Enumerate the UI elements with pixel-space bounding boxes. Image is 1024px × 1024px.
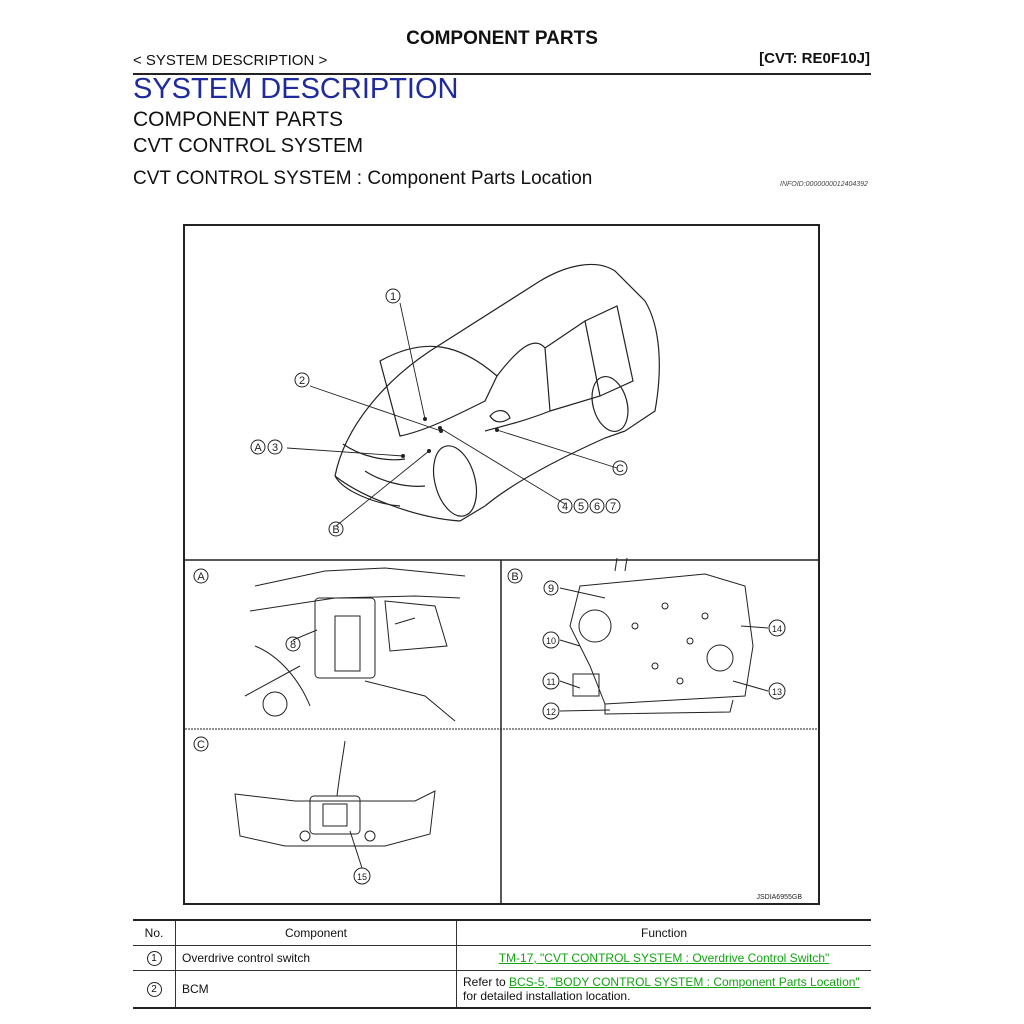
table-row: 1 Overdrive control switch TM-17, "CVT C…: [133, 945, 871, 971]
callout-14: 14: [772, 624, 782, 634]
callout-12: 12: [546, 707, 556, 717]
callout-markers: 1 2 A 3 B C 4 5 6 7 A B C 8 9 10 11 12 1…: [193, 288, 786, 885]
component-location-figure: 1 2 A 3 B C 4 5 6 7 A B C 8 9 10 11 12 1…: [183, 224, 820, 905]
panel-a-label: A: [197, 571, 205, 583]
function-link[interactable]: BCS-5, "BODY CONTROL SYSTEM : Component …: [509, 975, 860, 989]
callout-a-marker: A: [254, 442, 262, 454]
callout-b-marker: B: [332, 524, 339, 536]
component-name: BCM: [175, 970, 457, 1009]
callout-7: 7: [610, 501, 616, 513]
col-no-header: No.: [133, 919, 176, 946]
function-prefix: Refer to: [463, 975, 510, 989]
page-header-title: COMPONENT PARTS: [406, 28, 598, 49]
panel-b-label: B: [511, 571, 518, 583]
location-heading: CVT CONTROL SYSTEM : Component Parts Loc…: [133, 168, 593, 189]
row-number: 2: [146, 982, 162, 997]
section-breadcrumb: < SYSTEM DESCRIPTION >: [133, 52, 328, 69]
function-suffix: for detailed installation location.: [463, 989, 631, 1003]
callout-4: 4: [562, 501, 568, 513]
figure-illustration: 1 2 A 3 B C 4 5 6 7 A B C 8 9 10 11 12 1…: [185, 263, 818, 903]
callout-15: 15: [357, 872, 367, 882]
callout-3: 3: [272, 442, 278, 454]
component-parts-heading: COMPONENT PARTS: [133, 108, 344, 131]
panel-a-drawing: [244, 567, 466, 722]
panel-c-drawing: [234, 740, 436, 869]
callout-1: 1: [390, 291, 396, 303]
table-header-row: No. Component Function: [133, 919, 871, 946]
callout-c-marker: C: [616, 463, 624, 475]
table-row: 2 BCM Refer to BCS-5, "BODY CONTROL SYST…: [133, 970, 871, 1009]
row-number: 1: [146, 951, 162, 966]
model-code: [CVT: RE0F10J]: [759, 50, 870, 67]
panel-b-drawing: [559, 557, 769, 715]
cvt-control-heading: CVT CONTROL SYSTEM: [133, 135, 364, 157]
col-function-header: Function: [456, 919, 871, 946]
callout-2: 2: [299, 375, 305, 387]
callout-13: 13: [772, 687, 782, 697]
vehicle-drawing: [334, 263, 660, 522]
component-parts-table: No. Component Function 1 Overdrive contr…: [133, 919, 871, 1009]
callout-8: 8: [290, 639, 296, 651]
header-divider: [133, 73, 871, 75]
callout-11: 11: [546, 677, 555, 687]
function-link[interactable]: TM-17, "CVT CONTROL SYSTEM : Overdrive C…: [498, 951, 830, 965]
callout-5: 5: [578, 501, 584, 513]
system-description-heading: SYSTEM DESCRIPTION: [133, 73, 459, 105]
figure-code: JSDIA6955GB: [756, 894, 802, 901]
callout-9: 9: [548, 583, 554, 595]
component-name: Overdrive control switch: [175, 945, 457, 971]
info-id: INFOID:0000000012404392: [780, 181, 868, 188]
panel-c-label: C: [197, 739, 205, 751]
callout-6: 6: [594, 501, 600, 513]
col-component-header: Component: [175, 919, 457, 946]
callout-10: 10: [546, 636, 556, 646]
